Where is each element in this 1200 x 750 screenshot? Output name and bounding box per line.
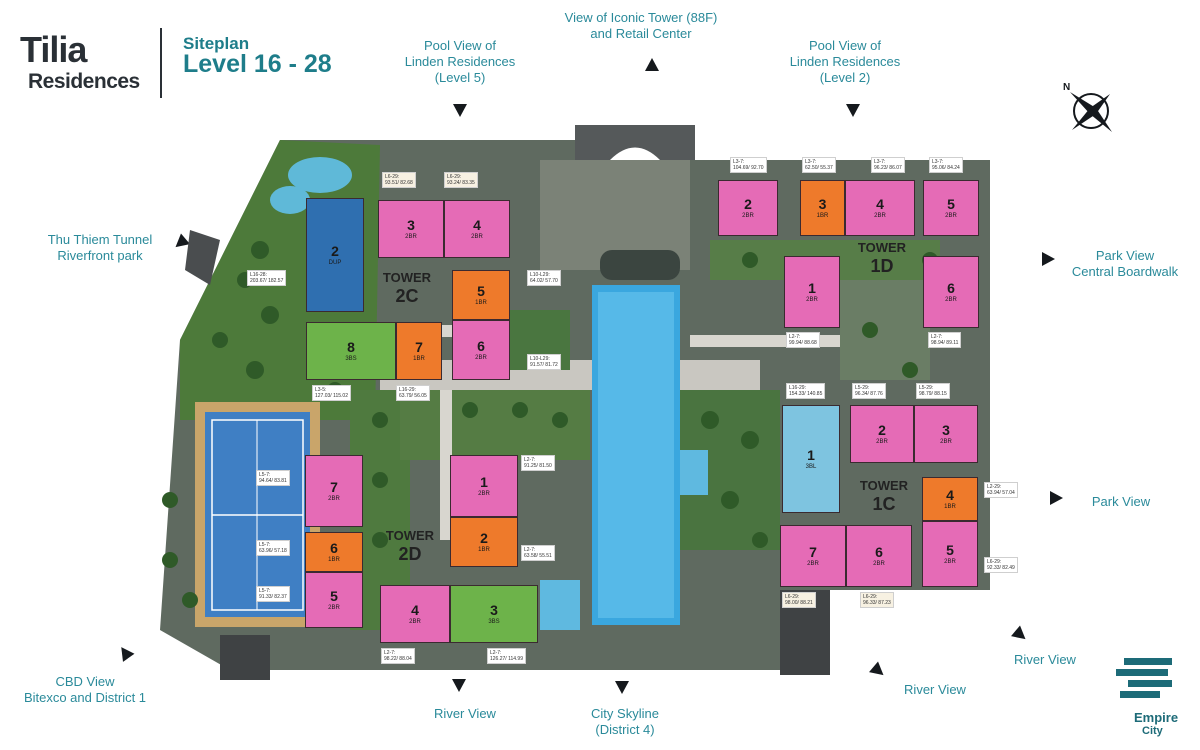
area-tag: L6-29:93.51/ 82.68 [382, 172, 416, 188]
area-tag: L5-29:96.34/ 87.76 [852, 383, 886, 399]
empire-city-logo-icon [1116, 658, 1172, 698]
area-tag: L2-7:99.94/ 88.68 [786, 332, 820, 348]
area-tag: L3-7:95.06/ 84.24 [929, 157, 963, 173]
area-tag: L2-7:98.94/ 89.11 [928, 332, 962, 348]
view-arrow-pool5 [453, 104, 467, 117]
area-tag: L5-29:98.79/ 88.15 [916, 383, 950, 399]
brand-name: Tilia [20, 29, 87, 70]
area-tag: L2-7:126.27/ 114.99 [487, 648, 526, 664]
area-tag: L6-29:98.00/ 88.21 [782, 592, 816, 608]
empire-city-wordmark: Empire City [1134, 710, 1179, 737]
view-arrow-park [1050, 491, 1063, 505]
view-arrow-park-central [1042, 252, 1055, 266]
view-arrow-city [615, 681, 629, 694]
area-tag: L2-7:98.22/ 88.04 [381, 648, 415, 664]
area-tag: L5-7:91.33/ 82.37 [256, 586, 290, 602]
brand-subtitle: Residences [28, 70, 140, 93]
area-tag: L6-29:92.33/ 82.49 [984, 557, 1018, 573]
area-tag: L3-7:62.50/ 55.37 [802, 157, 836, 173]
view-arrow-river-left [452, 679, 466, 692]
area-tag: L10-L29:91.57/ 81.72 [527, 354, 561, 370]
view-arrow-pool2 [846, 104, 860, 117]
siteplan-levels: Level 16 - 28 [183, 50, 332, 78]
view-river-mid: River View [904, 682, 966, 697]
area-tag: L3-7:104.69/ 92.70 [730, 157, 767, 173]
view-river-right: River View [1014, 652, 1076, 667]
area-tag: L2-7:63.58/ 55.51 [521, 545, 555, 561]
area-tag: L3-7:96.23/ 86.07 [871, 157, 905, 173]
view-iconic-tower: View of Iconic Tower (88F)and Retail Cen… [564, 10, 718, 41]
view-arrow-river-right [1011, 625, 1030, 645]
view-arrow-cbd [115, 643, 135, 662]
area-tag: L16-28:203.67/ 182.57 [247, 270, 287, 286]
compass-letter: N [1063, 82, 1070, 93]
area-tag: L5-7:63.96/ 57.18 [256, 540, 290, 556]
area-tag: L2-7:91.25/ 81.50 [521, 455, 555, 471]
header-divider [160, 28, 162, 98]
view-river-left: River View [434, 706, 496, 721]
area-tag: L16-29:154.33/ 140.85 [786, 383, 826, 399]
area-tag: L10-L29:64.02/ 57.70 [527, 270, 561, 286]
view-park: Park View [1091, 494, 1151, 509]
area-tag: L6-29:93.24/ 83.35 [444, 172, 478, 188]
siteplan-label: Siteplan [183, 34, 250, 53]
view-city-skyline: City Skyline(District 4) [591, 706, 659, 737]
view-arrow-iconic [645, 58, 659, 71]
compass-icon: N [1063, 82, 1112, 132]
area-tag: L16-29:63.79/ 56.05 [396, 385, 430, 401]
area-tag: L6-29:96.33/ 87.23 [860, 592, 894, 608]
area-tag: L2-29:63.94/ 57.04 [984, 482, 1018, 498]
area-tag: L3-5:127.03/ 115.02 [312, 385, 351, 401]
area-tag: L5-7:94.64/ 83.81 [256, 470, 290, 486]
